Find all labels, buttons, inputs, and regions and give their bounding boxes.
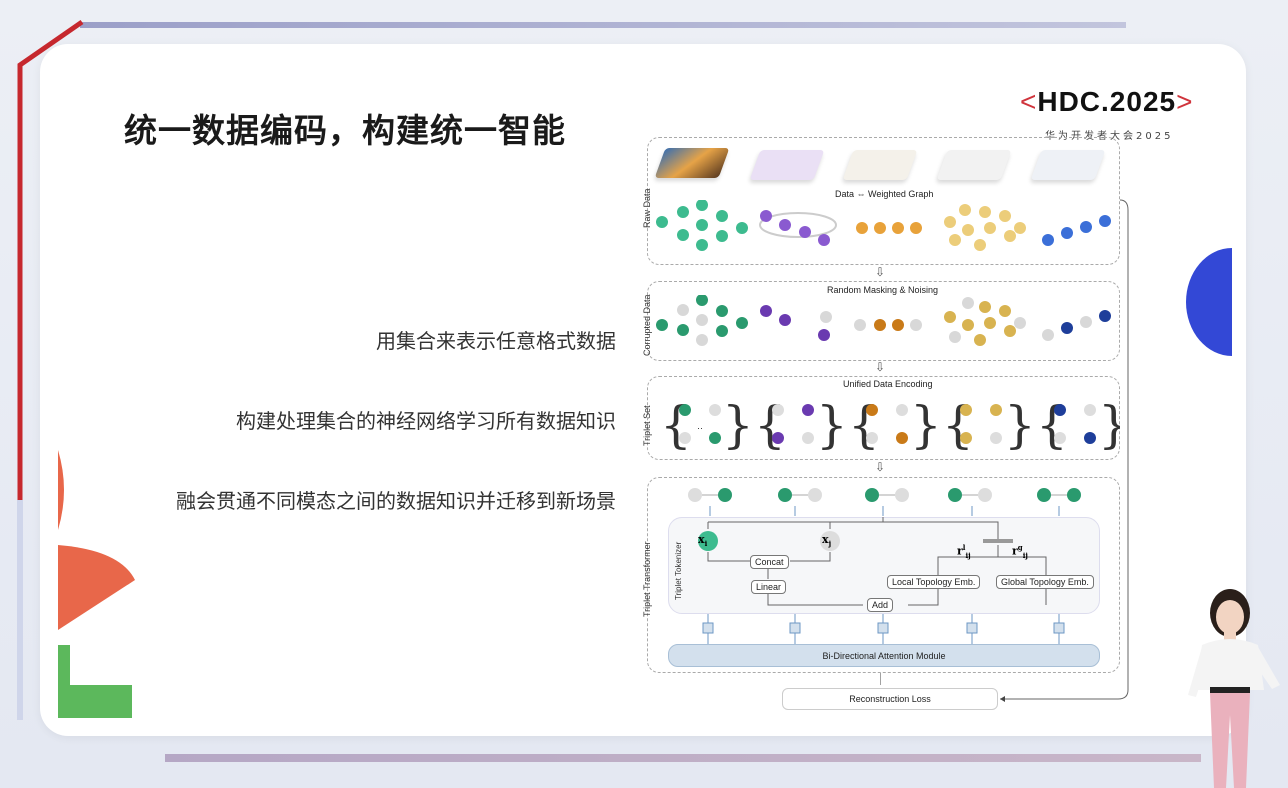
map-thumbnail bbox=[1030, 150, 1106, 180]
add-block: Add bbox=[867, 598, 894, 612]
svg-text:}: } bbox=[910, 396, 942, 454]
blue-halfcircle-decor bbox=[1186, 248, 1232, 356]
svg-text:}: } bbox=[722, 396, 754, 454]
top-decor-bar bbox=[80, 22, 1126, 28]
presenter-avatar bbox=[1188, 589, 1280, 788]
triplet-set-section bbox=[647, 376, 1120, 460]
image-thumbnail bbox=[654, 148, 730, 178]
r-local: rlij bbox=[957, 543, 971, 560]
text-thumbnail bbox=[842, 150, 918, 180]
molecule-thumbnail bbox=[936, 150, 1012, 180]
slide-title: 统一数据编码，构建统一智能 bbox=[124, 111, 566, 150]
svg-text:}: } bbox=[1098, 396, 1120, 454]
raw-data-section bbox=[647, 137, 1120, 265]
xj-node: xj bbox=[822, 533, 832, 549]
triplet-transformer-section bbox=[647, 477, 1120, 673]
logo-subtitle: 华为开发者大会2025 bbox=[1045, 131, 1174, 142]
tokenizer-wiring bbox=[698, 517, 1047, 606]
corrupted-graphs bbox=[656, 295, 1111, 346]
raw-caption: Data ⇔ Weighted Graph bbox=[835, 189, 934, 199]
bullet-2: 构建处理集合的神经网络学习所有数据知识 bbox=[236, 409, 616, 433]
triplet-tokenizer bbox=[668, 517, 1100, 614]
svg-text:}: } bbox=[1004, 396, 1036, 454]
bi-directional-attention-module: Bi-Directional Attention Module bbox=[668, 644, 1100, 667]
svg-text:{: { bbox=[848, 396, 880, 454]
triplet-transformer-label: Triplet Transformer bbox=[642, 541, 652, 617]
down-arrow-icon: ⇩ bbox=[875, 360, 886, 374]
ellipsis: ·· bbox=[697, 423, 703, 433]
feedback-arrow bbox=[880, 199, 1129, 702]
down-arrow-icon: ⇩ bbox=[875, 460, 886, 474]
xi-node: xi bbox=[698, 533, 708, 549]
hdc-logo: <HDC.2025> bbox=[1020, 86, 1194, 117]
transformer-wiring bbox=[688, 488, 1081, 644]
linear-block: Linear bbox=[751, 580, 787, 594]
local-topology-emb: Local Topology Emb. bbox=[887, 575, 981, 589]
reconstruction-loss: Reconstruction Loss bbox=[782, 688, 998, 710]
bullet-1: 用集合来表示任意格式数据 bbox=[376, 329, 616, 353]
svg-text:}: } bbox=[816, 396, 848, 454]
triplet-set-label: Triplet Set bbox=[642, 405, 652, 446]
global-topology-emb: Global Topology Emb. bbox=[996, 575, 1094, 589]
encoding-caption: Unified Data Encoding bbox=[843, 379, 933, 389]
concat-block: Concat bbox=[750, 555, 789, 569]
corrupted-data-section bbox=[647, 281, 1120, 361]
svg-text:{: { bbox=[754, 396, 786, 454]
down-arrow-icon: ⇩ bbox=[875, 265, 886, 279]
corrupted-caption: Random Masking & Noising bbox=[827, 285, 939, 295]
triplet-sets: {} {} {} {} {} bbox=[660, 396, 1120, 454]
raw-graphs bbox=[656, 200, 1111, 251]
table-thumbnail bbox=[749, 150, 825, 180]
r-global: rgij bbox=[1012, 543, 1028, 560]
bullet-3: 融会贯通不同模态之间的数据知识并迁移到新场景 bbox=[176, 489, 616, 513]
bottom-decor-bar bbox=[165, 754, 1201, 762]
color-shapes-decor bbox=[58, 450, 135, 718]
red-frame-decor bbox=[17, 19, 84, 720]
